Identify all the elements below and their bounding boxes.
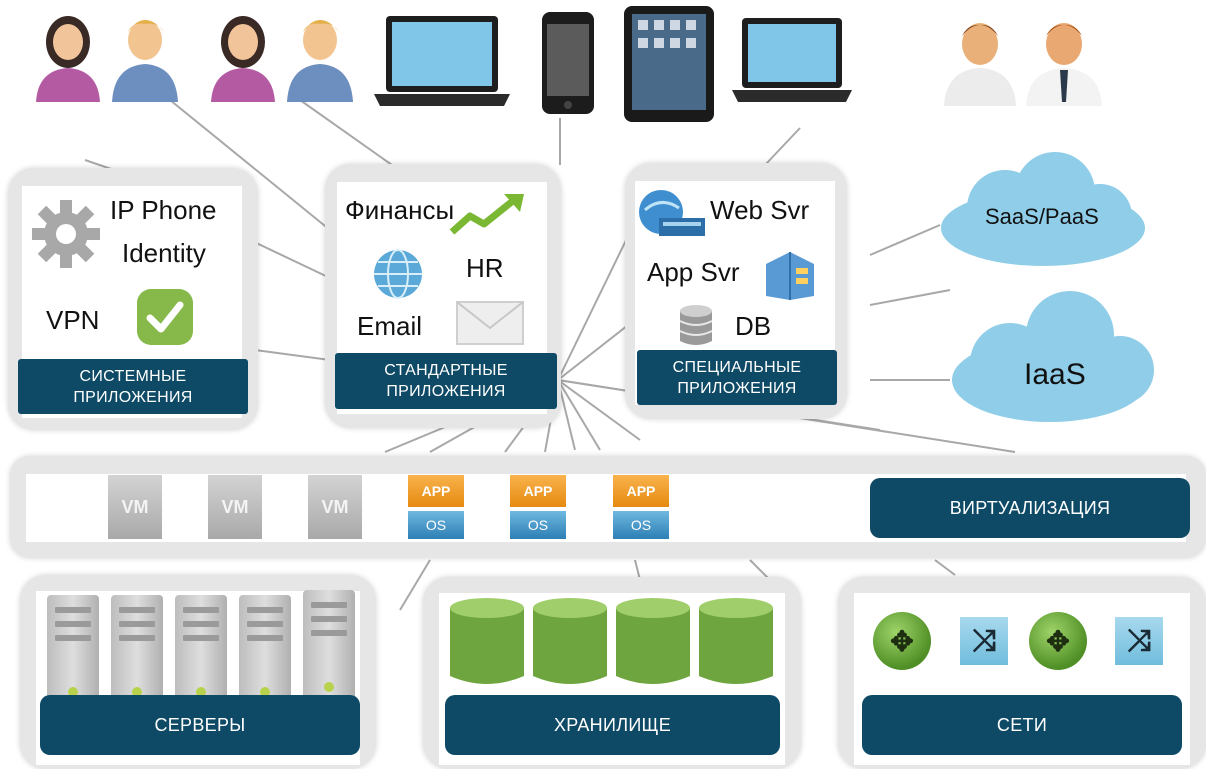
- laptop-icon: [732, 18, 852, 102]
- vm-block-3: VM: [308, 475, 362, 539]
- cloud-saas: [941, 152, 1145, 266]
- servers-label: СЕРВЕРЫ: [40, 695, 360, 755]
- email-text: Email: [357, 311, 423, 341]
- smartphone: [542, 12, 594, 114]
- storage-label: ХРАНИЛИЩЕ: [445, 695, 780, 755]
- businessman-icon: [1026, 23, 1102, 106]
- router-icon: ✥: [873, 612, 931, 670]
- user-man-3: [944, 23, 1016, 106]
- man-user-icon: [944, 23, 1016, 106]
- virtualization-label: ВИРТУАЛИЗАЦИЯ: [870, 478, 1190, 538]
- identity-text: Identity: [122, 238, 206, 268]
- user-woman-1: [36, 16, 100, 102]
- switch-icon: ⤨: [1115, 617, 1163, 665]
- hr-text: HR: [466, 253, 504, 283]
- storage-icon: [533, 598, 607, 684]
- web-svr-text: Web Svr: [710, 195, 810, 225]
- cloud-iaas: [952, 291, 1154, 422]
- user-man-2: [287, 20, 353, 102]
- laptop-icon: [374, 16, 510, 106]
- trend-arrow-icon: [449, 194, 524, 235]
- server-icon: [303, 590, 355, 710]
- man-user-icon: [112, 20, 178, 102]
- envelope-icon: [456, 301, 524, 345]
- switch-icon: ⤨: [960, 617, 1008, 665]
- gear-icon: [32, 200, 100, 268]
- router-icon: ✥: [1029, 612, 1087, 670]
- app-server-icon: [766, 252, 814, 300]
- tablet: [624, 6, 714, 122]
- man-user-icon: [287, 20, 353, 102]
- woman-user-icon: [211, 16, 275, 102]
- globe-icon: [374, 249, 422, 299]
- storage-icon: [616, 598, 690, 684]
- vpn-text: VPN: [46, 305, 100, 335]
- ip-phone-text: IP Phone: [110, 195, 217, 225]
- laptop-1: [374, 16, 510, 106]
- saas-paas-text: SaaS/PaaS: [985, 204, 1099, 229]
- user-man-1: [112, 20, 178, 102]
- woman-user-icon: [36, 16, 100, 102]
- finance-text: Финансы: [345, 195, 455, 225]
- cloud-icon: [952, 291, 1154, 422]
- storage-icon: [699, 598, 773, 684]
- db-text: DB: [735, 311, 772, 341]
- tablet-icon: [624, 6, 714, 122]
- network-label: СЕТИ: [862, 695, 1182, 755]
- iaas-text: IaaS: [1024, 358, 1086, 391]
- vm-block-1: VM: [108, 475, 162, 539]
- checkmark-icon: [137, 289, 193, 345]
- app-svr-text: App Svr: [647, 257, 740, 287]
- cloud-icon: [941, 152, 1145, 266]
- smartphone-icon: [542, 12, 594, 114]
- vm-block-2: VM: [208, 475, 262, 539]
- user-businessman: [1026, 23, 1102, 106]
- database-icon: [679, 305, 713, 345]
- user-woman-2: [211, 16, 275, 102]
- laptop-2: [732, 18, 852, 102]
- web-server-icon: [639, 190, 705, 236]
- storage-icon: [450, 598, 524, 684]
